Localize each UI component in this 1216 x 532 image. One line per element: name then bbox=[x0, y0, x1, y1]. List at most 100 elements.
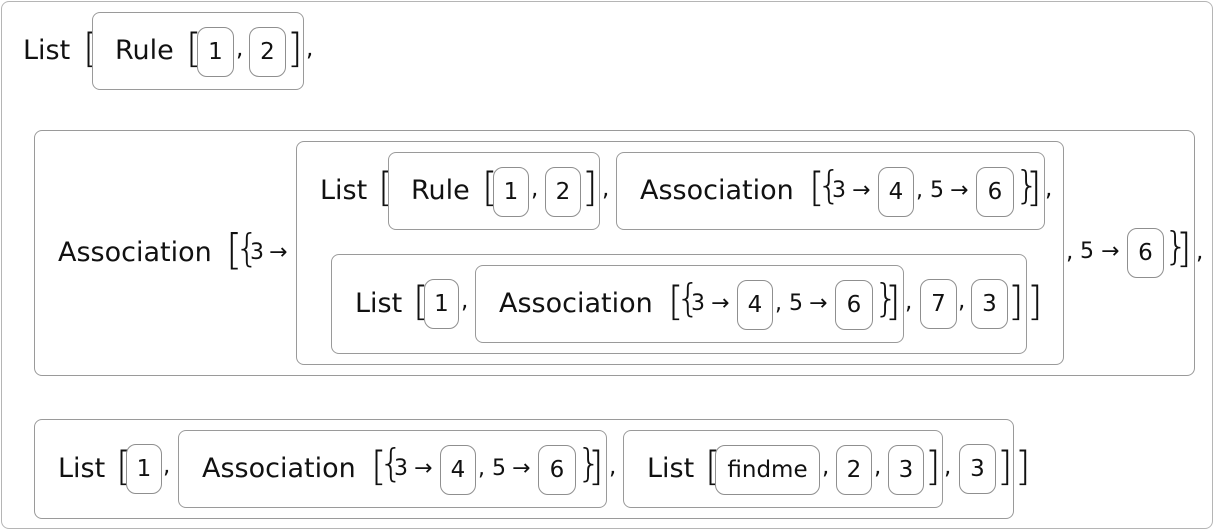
value-box-3[interactable]: 3 bbox=[959, 444, 996, 494]
comma: , bbox=[1196, 239, 1204, 265]
arrow: → bbox=[950, 178, 969, 203]
list-close-bracket: ] bbox=[1008, 279, 1024, 325]
value-box-1[interactable]: 1 bbox=[197, 27, 234, 77]
key-5: 5 bbox=[930, 178, 944, 203]
list-close-bracket: ] bbox=[1015, 444, 1031, 490]
rule-head-1: Rule bbox=[115, 35, 174, 66]
value-2: 2 bbox=[555, 179, 571, 205]
comma: , bbox=[531, 176, 539, 202]
key-3: 3 bbox=[832, 178, 846, 203]
comma: , bbox=[478, 456, 485, 481]
association-head-b: Association bbox=[499, 288, 653, 319]
arrow: → bbox=[852, 178, 871, 203]
association-open-brace: { bbox=[379, 441, 404, 485]
value-4: 4 bbox=[450, 457, 466, 483]
value-box-7[interactable]: 7 bbox=[920, 279, 957, 329]
value-6: 6 bbox=[549, 457, 565, 483]
comma: , bbox=[916, 178, 923, 203]
rule-close-bracket-2: ] bbox=[582, 165, 598, 211]
association-close-bracket: ] bbox=[1176, 226, 1192, 272]
arrow: → bbox=[414, 456, 433, 481]
list-head-findme: List bbox=[647, 453, 695, 484]
value-box-3[interactable]: 3 bbox=[888, 445, 924, 495]
value-box-4[interactable]: 4 bbox=[440, 445, 476, 495]
association-head-c: Association bbox=[202, 453, 356, 484]
findme-box[interactable]: findme bbox=[715, 445, 820, 495]
value-3: 3 bbox=[898, 457, 914, 483]
comma: , bbox=[775, 291, 782, 316]
value-3: 3 bbox=[970, 456, 985, 482]
comma: , bbox=[461, 288, 469, 314]
arrow: → bbox=[711, 291, 730, 316]
comma: , bbox=[602, 176, 610, 202]
association-open-bracket: [ bbox=[371, 444, 387, 490]
association-open-bracket: [ bbox=[668, 279, 684, 325]
list-head-bottom: List bbox=[58, 453, 106, 484]
association-open-bracket: [ bbox=[226, 225, 243, 274]
rule-close-bracket-1: ] bbox=[287, 26, 303, 72]
key-3: 3 bbox=[691, 291, 705, 316]
association-close-bracket: ] bbox=[1026, 165, 1042, 211]
association-box-a[interactable] bbox=[616, 152, 1045, 230]
value-box-1[interactable]: 1 bbox=[126, 444, 162, 494]
key-3: 3 bbox=[394, 456, 408, 481]
value-box-2[interactable]: 2 bbox=[836, 445, 872, 495]
outer-list-head: List bbox=[23, 35, 71, 66]
value-box-6[interactable]: 6 bbox=[538, 445, 576, 495]
association-close-brace: } bbox=[874, 276, 899, 320]
arrow: → bbox=[809, 291, 828, 316]
association-close-bracket: ] bbox=[588, 444, 604, 490]
comma: , bbox=[1045, 176, 1053, 202]
value-box-2[interactable]: 2 bbox=[249, 27, 286, 77]
comma: , bbox=[306, 36, 314, 62]
association-head-a: Association bbox=[640, 175, 794, 206]
association-close-brace: } bbox=[1015, 163, 1040, 207]
association-close-bracket: ] bbox=[885, 279, 901, 325]
value-1: 1 bbox=[503, 179, 519, 205]
association-open-brace: { bbox=[235, 226, 260, 270]
value-6: 6 bbox=[1138, 240, 1153, 266]
association-open-bracket: [ bbox=[809, 165, 825, 211]
value-4: 4 bbox=[888, 179, 904, 205]
comma: , bbox=[874, 454, 882, 480]
association-open-brace: { bbox=[676, 276, 701, 320]
value-4: 4 bbox=[747, 292, 763, 318]
value-2: 2 bbox=[260, 39, 275, 65]
association-close-brace: } bbox=[577, 441, 602, 485]
key-3: 3 bbox=[250, 240, 264, 265]
value-1: 1 bbox=[208, 39, 223, 65]
rule-head-2: Rule bbox=[411, 175, 470, 206]
value-6: 6 bbox=[987, 179, 1003, 205]
comma: , bbox=[609, 454, 617, 480]
comma: , bbox=[1066, 239, 1074, 265]
value-box-6[interactable]: 6 bbox=[1127, 228, 1164, 278]
association-box-c[interactable] bbox=[178, 430, 607, 508]
value-box-4[interactable]: 4 bbox=[878, 167, 914, 217]
value-box-6[interactable]: 6 bbox=[835, 280, 873, 330]
association-open-brace: { bbox=[817, 163, 842, 207]
list-head-inner-a: List bbox=[320, 175, 368, 206]
value-6: 6 bbox=[846, 292, 862, 318]
key-5: 5 bbox=[1080, 239, 1094, 264]
value-box-6[interactable]: 6 bbox=[976, 167, 1014, 217]
comma: , bbox=[958, 288, 966, 314]
comma: , bbox=[236, 36, 244, 62]
arrow: → bbox=[512, 456, 531, 481]
value-box-2[interactable]: 2 bbox=[545, 167, 581, 217]
value-1: 1 bbox=[434, 291, 449, 317]
value-box-4[interactable]: 4 bbox=[737, 280, 773, 330]
list-close-bracket: ] bbox=[925, 444, 941, 490]
association-head-outer: Association bbox=[58, 237, 212, 268]
value-2: 2 bbox=[846, 457, 862, 483]
value-3: 3 bbox=[982, 291, 997, 317]
comma: , bbox=[822, 454, 830, 480]
value-box-1[interactable]: 1 bbox=[424, 279, 459, 329]
list-head-inner-b: List bbox=[355, 288, 403, 319]
arrow: → bbox=[269, 240, 288, 265]
key-5: 5 bbox=[492, 456, 506, 481]
value-box-3[interactable]: 3 bbox=[971, 279, 1008, 329]
findme-text: findme bbox=[727, 457, 808, 483]
association-box-b[interactable] bbox=[475, 265, 904, 343]
value-box-1[interactable]: 1 bbox=[493, 167, 529, 217]
value-7: 7 bbox=[931, 291, 946, 317]
